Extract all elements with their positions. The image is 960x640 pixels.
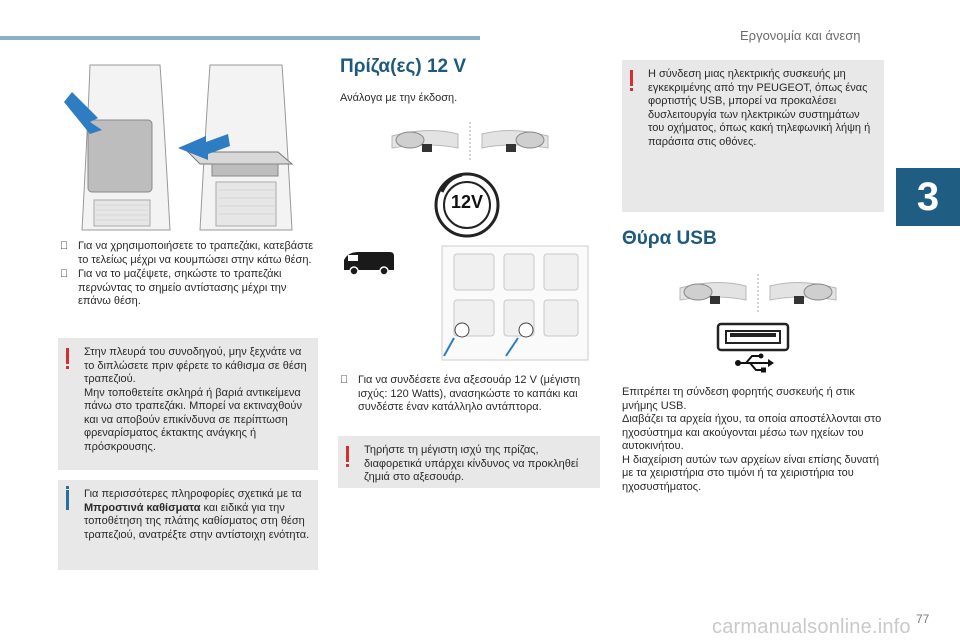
bullet-text: Για να χρησιμοποιήσετε το τραπεζάκι, κατ… xyxy=(78,240,314,266)
dashboard-steering-icon xyxy=(676,270,840,318)
info-text-prefix: Για περισσότερες πληροφορίες σχετικά με … xyxy=(84,488,302,500)
warning-icon-dot xyxy=(66,366,69,369)
info-icon-dot xyxy=(66,486,69,489)
usb-description: Επιτρέπει τη σύνδεση φορητής συσκευής ή … xyxy=(622,386,882,493)
usb-section-title: Θύρα USB xyxy=(622,228,717,250)
info-link-front-seats: Μπροστινά καθίσματα xyxy=(84,501,201,514)
page-number: 77 xyxy=(916,612,930,626)
socket-section-title: Πρίζα(ες) 12 V xyxy=(340,56,466,78)
section-title: Εργονομία και άνεση xyxy=(740,28,861,43)
socket-12v-icon: 12V xyxy=(434,172,500,238)
socket-instructions:  Για να συνδέσετε ένα αξεσουάρ 12 V (μέ… xyxy=(340,374,602,415)
heading-12v-socket: Πρίζα(ες) 12 V xyxy=(340,56,467,77)
usb-symbol-icon xyxy=(734,352,774,374)
bullet-text: Για να το μαζέψετε, σηκώστε το τραπεζάκι… xyxy=(78,268,287,307)
warning-box-usb: Η σύνδεση μιας ηλεκτρικής συσκευής μη εγ… xyxy=(622,60,884,212)
tray-instructions:  Για να χρησιμοποιήσετε το τραπεζάκι, κ… xyxy=(60,240,322,309)
warning-icon-dot xyxy=(630,88,633,91)
dashboard-steering-icon xyxy=(388,118,552,166)
bullet-item:  Για να το μαζέψετε, σηκώστε το τραπεζά… xyxy=(60,268,322,309)
version-note: Ανάλογα με την έκδοση. xyxy=(340,92,458,104)
warning-icon xyxy=(346,446,349,462)
seat-tray-illustration xyxy=(60,60,316,235)
header-accent-bar xyxy=(0,36,480,40)
bullet-marker-icon:  xyxy=(60,268,68,282)
van-icon xyxy=(340,250,396,276)
warning-text: Στην πλευρά του συνοδηγού, μην ξεχνάτε ν… xyxy=(84,346,307,453)
bullet-text: Για να συνδέσετε ένα αξεσουάρ 12 V (μέγι… xyxy=(358,374,581,413)
bullet-marker-icon:  xyxy=(60,240,68,254)
warning-icon xyxy=(630,70,633,86)
seat-tray-icon xyxy=(64,64,294,231)
info-text: Για περισσότερες πληροφορίες σχετικά με … xyxy=(84,488,310,542)
warning-icon-dot xyxy=(346,464,349,467)
cabin-top-view xyxy=(440,244,590,362)
heading-usb-port: Θύρα USB xyxy=(622,228,717,249)
bullet-item:  Για να συνδέσετε ένα αξεσουάρ 12 V (μέ… xyxy=(340,374,602,415)
chapter-tab: 3 xyxy=(896,168,960,226)
info-text-suffix: και ειδικά για την τοποθέτηση της πλάτης… xyxy=(84,501,310,541)
warning-box-tray: Στην πλευρά του συνοδηγού, μην ξεχνάτε ν… xyxy=(58,338,318,470)
watermark: carmanualsonline.info xyxy=(712,616,911,638)
warning-icon xyxy=(66,348,69,364)
socket-label: 12V xyxy=(450,192,484,212)
bullet-marker-icon:  xyxy=(340,374,348,388)
warning-text: Η σύνδεση μιας ηλεκτρικής συσκευής μη εγ… xyxy=(648,68,871,148)
bullet-item:  Για να χρησιμοποιήσετε το τραπεζάκι, κ… xyxy=(60,240,322,267)
warning-box-socket: Τηρήστε τη μέγιστη ισχύ της πρίζας, διαφ… xyxy=(338,436,600,488)
info-box-seats: Για περισσότερες πληροφορίες σχετικά με … xyxy=(58,480,318,570)
usb-port-icon xyxy=(716,322,790,352)
info-icon xyxy=(66,490,69,510)
warning-text: Τηρήστε τη μέγιστη ισχύ της πρίζας, διαφ… xyxy=(364,444,579,483)
